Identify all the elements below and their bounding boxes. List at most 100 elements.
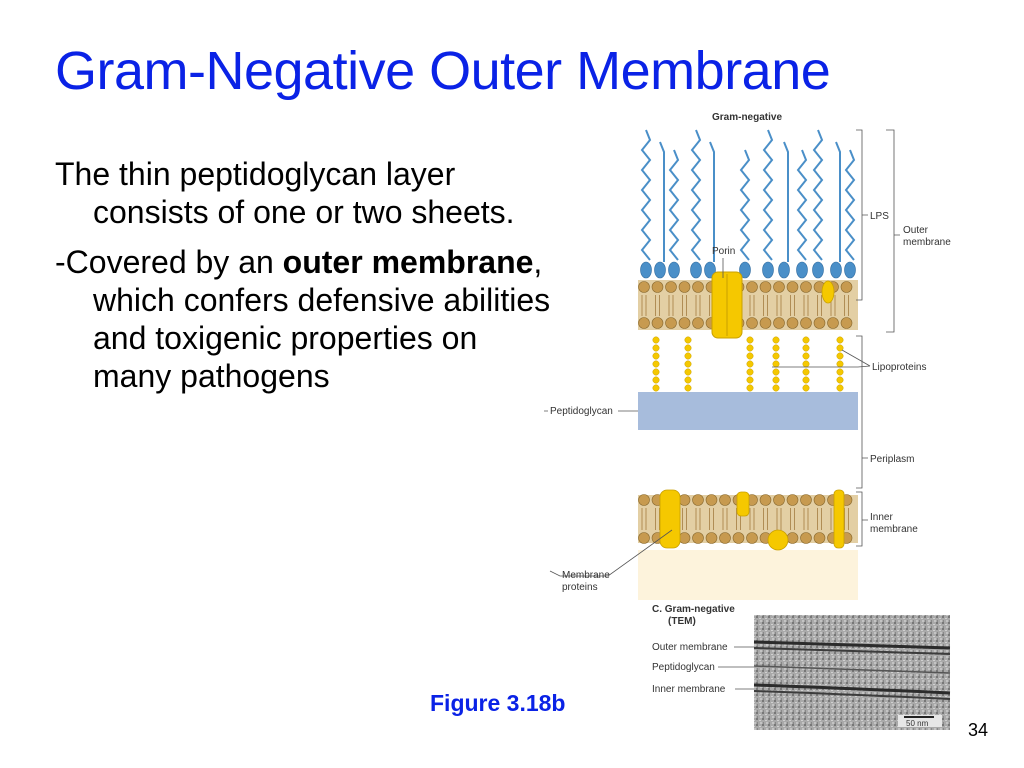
inner-membrane-protein xyxy=(659,489,681,549)
lipid-head xyxy=(638,494,650,506)
lipid-head xyxy=(840,317,853,329)
lps-core xyxy=(844,261,856,279)
membrane-proteins-pointer xyxy=(549,529,673,577)
inner-membrane-label-1: Inner xyxy=(870,512,893,523)
lipoprotein-bead xyxy=(652,384,660,392)
lps-chain xyxy=(690,129,702,261)
lipid-head xyxy=(705,532,718,544)
lps-chain xyxy=(835,141,841,262)
outer-membrane-bracket xyxy=(886,129,900,333)
lipid-head xyxy=(786,494,799,506)
lipid-head xyxy=(651,281,664,293)
porin-label: Porin xyxy=(712,246,735,257)
lipid-head xyxy=(651,317,664,329)
periplasm-bracket xyxy=(856,335,868,489)
lipoprotein-bead xyxy=(802,384,810,392)
lipoprotein-bead xyxy=(652,344,660,352)
lps-chain xyxy=(640,129,652,261)
lipid-head xyxy=(786,532,799,544)
lps-chain xyxy=(762,129,774,261)
lipoprotein-bead xyxy=(652,368,660,376)
lipoprotein-bead xyxy=(836,344,844,352)
bullet-peptidoglycan-layer: The thin peptidoglycan layer consists of… xyxy=(55,156,515,230)
lipoprotein-bead xyxy=(836,368,844,376)
lipid-head xyxy=(638,532,650,544)
lipoprotein-bead xyxy=(772,368,780,376)
lipoprotein-bead xyxy=(772,352,780,360)
lipid-head xyxy=(840,281,853,293)
lps-chain xyxy=(783,141,789,262)
lps-core xyxy=(668,261,680,279)
lipid-head xyxy=(692,494,704,506)
inner-membrane-label-2: membrane xyxy=(870,524,918,535)
lipoprotein-bead xyxy=(652,336,660,344)
lipid-head xyxy=(678,281,691,293)
inner-membrane-protein xyxy=(833,489,845,549)
lps-core xyxy=(640,261,652,279)
page-number: 34 xyxy=(968,720,989,740)
tem-outer-membrane-band-2 xyxy=(753,647,951,655)
tem-scale-bar xyxy=(904,716,934,718)
lipid-head xyxy=(638,281,650,293)
membrane-proteins-label-1: Membrane xyxy=(562,570,610,581)
lipoprotein-bead xyxy=(652,376,660,384)
lipid-head xyxy=(638,317,650,329)
inner-membrane-bilayer xyxy=(638,489,858,551)
lipoprotein-bead xyxy=(746,344,754,352)
lipid-head xyxy=(732,532,745,544)
lipid-head xyxy=(773,494,785,506)
lipid-head xyxy=(665,317,677,329)
lps-chain xyxy=(659,141,665,262)
lipoprotein-bead xyxy=(684,368,692,376)
lipoprotein-bead xyxy=(772,376,780,384)
lipoprotein-bead xyxy=(772,360,780,368)
lipoprotein-chains xyxy=(652,336,844,392)
lipid-head xyxy=(800,532,812,544)
lipid-head xyxy=(746,317,758,329)
lipoprotein-bead xyxy=(802,344,810,352)
lipid-head xyxy=(827,317,839,329)
lipoprotein-bead xyxy=(746,352,754,360)
tem-outer-membrane-label: Outer membrane xyxy=(652,642,728,653)
tem-peptidoglycan-label: Peptidoglycan xyxy=(652,662,715,673)
lipid-head xyxy=(719,532,731,544)
lps-bracket xyxy=(856,129,868,301)
tem-peptidoglycan-band xyxy=(753,665,951,674)
lps-core xyxy=(704,261,716,279)
cytoplasm-region xyxy=(638,550,858,600)
lps-chain xyxy=(796,149,808,261)
slide-body: The thin peptidoglycan layer consists of… xyxy=(55,155,555,407)
lps-core xyxy=(812,261,824,279)
figure-caption: Figure 3.18b xyxy=(430,690,566,716)
bullet-suffix: , which confers defensive abilities and … xyxy=(93,244,551,394)
lps-core xyxy=(778,261,790,279)
peptidoglycan-label: Peptidoglycan xyxy=(550,406,613,417)
bullet-prefix: -Covered by an xyxy=(55,244,283,280)
lps-chain xyxy=(739,149,751,261)
lipid-head xyxy=(800,281,812,293)
lipoprotein-bead xyxy=(772,344,780,352)
lipid-head xyxy=(786,281,799,293)
lipid-head xyxy=(773,317,785,329)
lipoprotein-bead xyxy=(836,376,844,384)
lipid-head xyxy=(678,494,691,506)
tem-inner-membrane-label: Inner membrane xyxy=(652,684,726,695)
lps-core xyxy=(830,261,842,279)
membrane-proteins-label-2: proteins xyxy=(562,582,598,593)
lipoprotein-bead xyxy=(746,368,754,376)
lipoprotein-bead xyxy=(836,352,844,360)
tem-title-2: (TEM) xyxy=(668,616,696,627)
lipoprotein-bead xyxy=(684,352,692,360)
lipoprotein-bead xyxy=(684,360,692,368)
tem-title-1: C. Gram-negative xyxy=(652,604,735,615)
lipid-head xyxy=(746,532,758,544)
lipoprotein-bead xyxy=(836,384,844,392)
lipoprotein-bead xyxy=(746,336,754,344)
lps-core xyxy=(654,261,666,279)
lipoprotein-bead xyxy=(684,376,692,384)
lps-chain xyxy=(812,129,824,261)
lps-chain xyxy=(844,149,856,261)
lipoprotein-bead xyxy=(684,344,692,352)
lps-chain xyxy=(668,149,680,261)
lipoprotein-bead xyxy=(746,360,754,368)
